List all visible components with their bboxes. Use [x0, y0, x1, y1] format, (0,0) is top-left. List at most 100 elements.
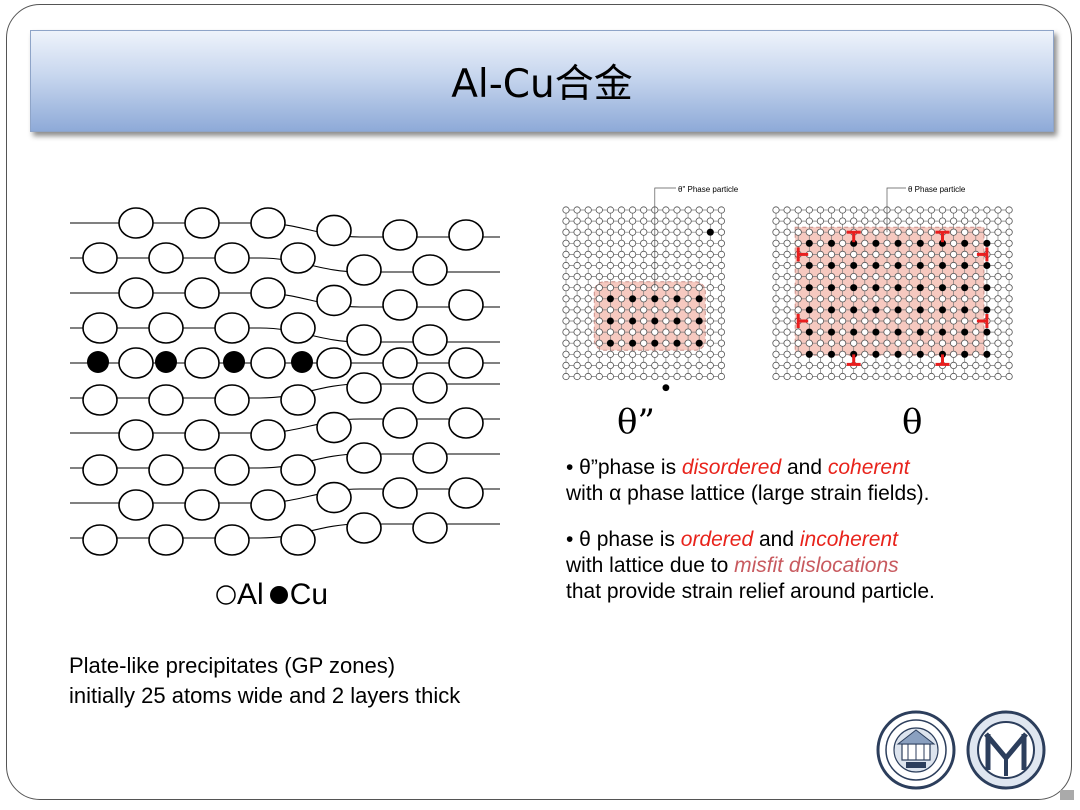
lattice-site [927, 339, 935, 347]
lattice-site [983, 217, 991, 225]
lattice-site [640, 372, 648, 381]
al-atom [184, 347, 220, 379]
cu-site [939, 262, 946, 269]
lattice-site [816, 372, 824, 381]
cu-site [961, 239, 969, 247]
cu-site [894, 239, 902, 247]
lattice-site [805, 361, 813, 369]
lattice-site [662, 206, 670, 214]
misfit-dislocation-symbol [935, 230, 950, 243]
lattice-site [894, 217, 902, 225]
lattice-site [927, 217, 935, 225]
lattice-site [584, 250, 592, 259]
lattice-site [662, 295, 670, 303]
lattice-site [905, 350, 913, 358]
bullet2-line3: that provide strain relief around partic… [566, 580, 935, 603]
lattice-site [595, 372, 603, 381]
lattice-site [794, 261, 802, 270]
lattice-site [562, 361, 570, 369]
lattice-site [838, 284, 847, 292]
lattice-site [562, 317, 570, 325]
cu-site [961, 350, 969, 358]
misfit-dislocation-symbol [976, 314, 989, 328]
lattice-site [562, 239, 570, 247]
lattice-site [994, 239, 1002, 247]
callout-leader [654, 187, 676, 288]
lattice-site [573, 372, 581, 381]
lattice-site [816, 206, 824, 214]
lattice-site [606, 250, 615, 259]
lattice-site [573, 206, 581, 214]
lattice-site [584, 206, 592, 214]
lattice-site [1005, 250, 1013, 259]
lattice-site [994, 317, 1002, 325]
al-atom [82, 454, 118, 486]
lattice-site [573, 339, 581, 347]
lattice-site [595, 317, 603, 325]
lattice-site [1005, 295, 1013, 303]
lattice-site [961, 361, 969, 369]
lattice-site [850, 295, 858, 303]
al-atom [148, 454, 184, 486]
lattice-site [673, 228, 681, 236]
lattice-site [562, 217, 570, 225]
lattice-site [805, 295, 813, 303]
al-atom [346, 254, 382, 286]
cu-site [695, 317, 703, 325]
lattice-site [617, 295, 626, 303]
lattice-site [706, 295, 714, 303]
lattice-site [994, 328, 1002, 336]
lattice-site [938, 295, 947, 303]
cu-site [916, 239, 924, 247]
lattice-site [717, 206, 725, 214]
lattice-site [695, 217, 703, 225]
lattice-site [662, 372, 670, 381]
lattice-site [905, 217, 913, 225]
lattice-site [662, 250, 670, 259]
lattice-site [673, 350, 681, 358]
bullet2-line2: with lattice due to [566, 554, 735, 577]
lattice-site [673, 361, 681, 369]
lattice-site [783, 350, 791, 358]
lattice-site [905, 372, 913, 381]
lattice-site [573, 317, 581, 325]
lattice-site [717, 295, 725, 303]
lattice-site [816, 328, 824, 336]
cu-site [983, 239, 991, 247]
lattice-site [961, 317, 969, 325]
lattice-site [872, 295, 880, 303]
lattice-site [883, 306, 891, 314]
al-atom [448, 289, 484, 321]
lattice-site [972, 306, 980, 314]
lattice-site [595, 239, 603, 247]
cu-site [916, 328, 924, 336]
lattice-site [994, 217, 1002, 225]
lattice-site [684, 239, 692, 247]
bullet2-and: and [753, 528, 800, 551]
lattice-site [562, 273, 570, 281]
lattice-site [794, 273, 802, 281]
cu-site [872, 239, 880, 247]
lattice-site [1005, 317, 1013, 325]
lattice-site [827, 317, 836, 325]
lattice-site [949, 306, 958, 314]
cu-site [828, 262, 835, 269]
lattice-site [972, 239, 980, 247]
lattice-site [927, 284, 935, 292]
lattice-site [861, 217, 869, 225]
lattice-site [1005, 306, 1013, 314]
lattice-site [872, 317, 880, 325]
lattice-site [717, 372, 725, 381]
lattice-site [861, 350, 869, 358]
university-logos [876, 710, 1046, 790]
lattice-site [695, 228, 703, 236]
bullet1-and: and [781, 456, 828, 479]
lattice-site [794, 328, 802, 336]
lattice-site [1005, 273, 1013, 281]
lattice-site [883, 284, 891, 292]
lattice-site [706, 328, 714, 336]
al-atom [382, 477, 418, 509]
cu-site [872, 262, 880, 269]
lattice-site [673, 250, 681, 259]
lattice-site [629, 372, 637, 381]
